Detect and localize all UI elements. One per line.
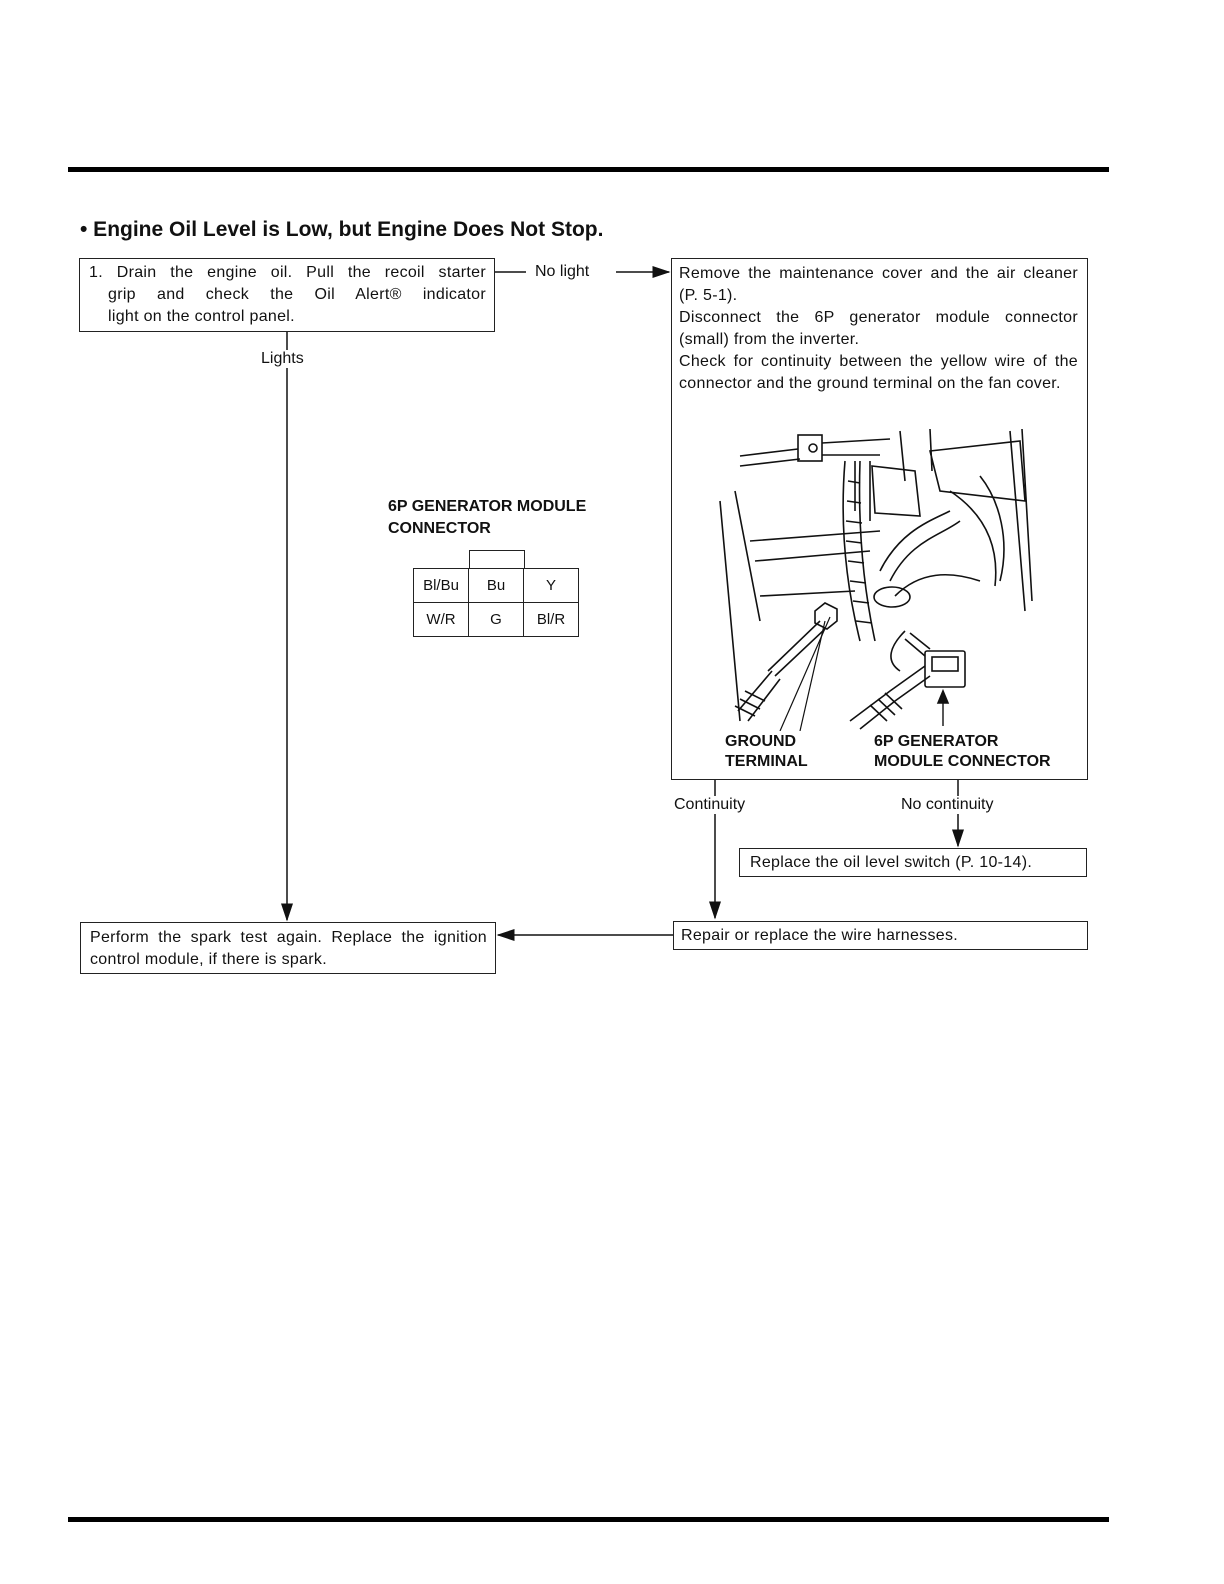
pin-w-r: W/R <box>413 602 469 637</box>
no-continuity-label: No continuity <box>899 796 996 814</box>
pin-y: Y <box>523 568 579 603</box>
pin-bl-r: Bl/R <box>523 602 579 637</box>
section-title: • Engine Oil Level is Low, but Engine Do… <box>80 218 604 241</box>
inspect-box: Remove the maintenance cover and the air… <box>671 258 1088 780</box>
generator-wiring-illustration <box>719 428 1033 731</box>
step1-line1: 1. Drain the engine oil. Pull the recoil… <box>89 264 486 281</box>
step1-line2: grip and check the Oil Alert® indicator <box>108 286 486 303</box>
repair-harness-text: Repair or replace the wire harnesses. <box>681 927 959 944</box>
inspect-step-1: Remove the maintenance cover and the air… <box>679 265 1078 304</box>
lights-label: Lights <box>259 350 306 368</box>
module-connector-label-2: MODULE CONNECTOR <box>874 753 1051 770</box>
replace-switch-text: Replace the oil level switch (P. 10-14). <box>750 854 1033 871</box>
pin-bl-bu: Bl/Bu <box>413 568 469 603</box>
bottom-rule <box>68 1517 1109 1522</box>
step1-box: 1. Drain the engine oil. Pull the recoil… <box>79 258 495 332</box>
replace-switch-box: Replace the oil level switch (P. 10-14). <box>739 848 1087 877</box>
ground-terminal-label-2: TERMINAL <box>725 753 808 770</box>
connector-title-2: CONNECTOR <box>388 520 491 537</box>
module-connector-label-1: 6P GENERATOR <box>874 733 999 750</box>
spark-test-box: Perform the spark test again. Replace th… <box>80 922 496 974</box>
ground-terminal-label-1: GROUND <box>725 733 797 750</box>
connector-title-1: 6P GENERATOR MODULE <box>388 498 587 515</box>
inspect-step-3: Check for continuity between the yellow … <box>679 353 1078 392</box>
connector-latch <box>469 550 525 569</box>
continuity-label: Continuity <box>672 796 748 814</box>
no-light-label: No light <box>533 263 592 281</box>
inspect-step-2: Disconnect the 6P generator module conne… <box>679 309 1078 348</box>
step1-line3: light on the control panel. <box>108 308 295 325</box>
top-rule <box>68 167 1109 172</box>
connector-pinout: Bl/Bu Bu Y W/R G Bl/R <box>413 568 579 637</box>
pin-bu: Bu <box>468 568 524 603</box>
spark-test-text: Perform the spark test again. Replace th… <box>90 929 487 968</box>
pin-g: G <box>468 602 524 637</box>
repair-harness-box: Repair or replace the wire harnesses. <box>673 921 1088 950</box>
